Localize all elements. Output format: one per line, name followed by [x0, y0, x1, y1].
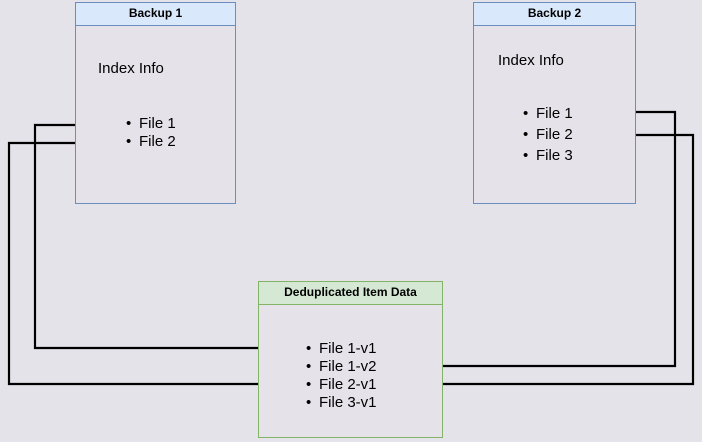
list-item: File 2 — [523, 124, 573, 145]
node-backup-2[interactable]: Backup 2 Index Info File 1 File 2 File 3 — [473, 2, 636, 204]
node-backup-1-index-label: Index Info — [98, 60, 164, 77]
list-item: File 3-v1 — [306, 394, 377, 412]
node-deduplicated-item-data-header: Deduplicated Item Data — [259, 282, 442, 305]
node-backup-1-header: Backup 1 — [76, 3, 235, 26]
list-item: File 1-v2 — [306, 358, 377, 376]
list-item: File 1 — [523, 103, 573, 124]
node-deduplicated-item-data[interactable]: Deduplicated Item Data File 1-v1 File 1-… — [258, 281, 443, 438]
list-item: File 1-v1 — [306, 340, 377, 358]
node-deduplicated-item-data-file-list: File 1-v1 File 1-v2 File 2-v1 File 3-v1 — [306, 340, 377, 412]
node-backup-1[interactable]: Backup 1 Index Info File 1 File 2 — [75, 2, 236, 204]
node-backup-2-file-list: File 1 File 2 File 3 — [523, 103, 573, 166]
list-item: File 3 — [523, 145, 573, 166]
list-item: File 1 — [126, 115, 176, 133]
list-item: File 2 — [126, 133, 176, 151]
node-backup-1-file-list: File 1 File 2 — [126, 115, 176, 151]
node-backup-2-header: Backup 2 — [474, 3, 635, 26]
list-item: File 2-v1 — [306, 376, 377, 394]
node-backup-2-index-label: Index Info — [498, 52, 564, 69]
